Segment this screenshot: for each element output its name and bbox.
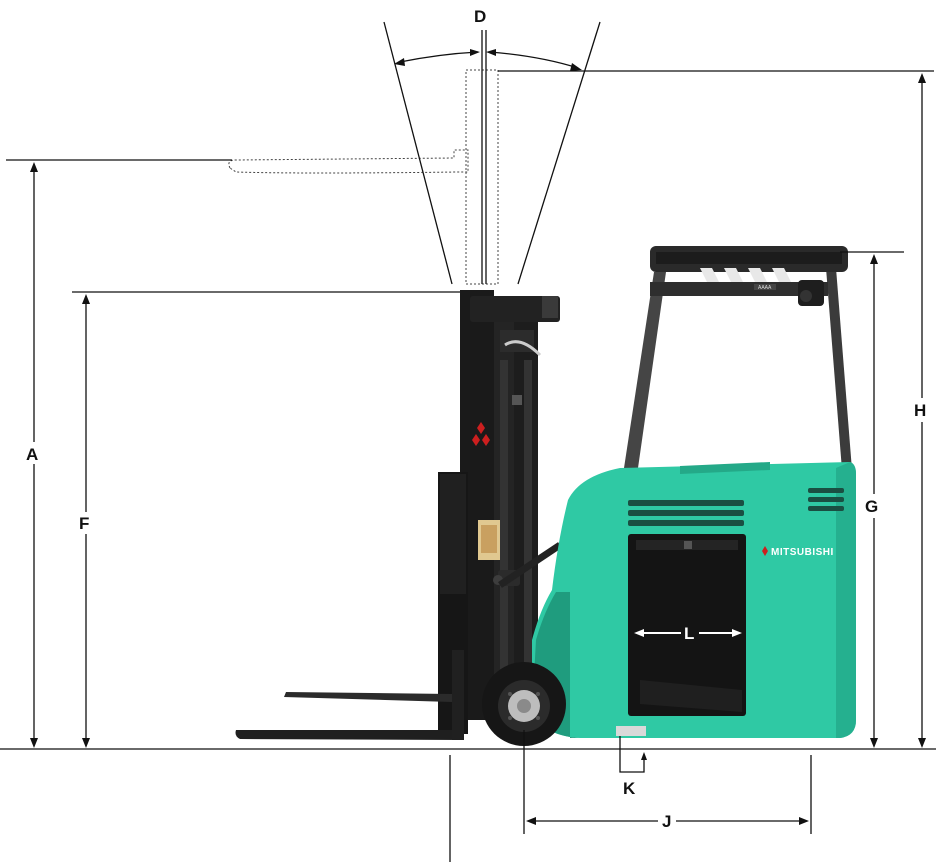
overhead-guard-front-post bbox=[624, 272, 666, 468]
label-j: J bbox=[662, 812, 671, 831]
dim-bracket-k bbox=[619, 736, 645, 773]
arrowheads bbox=[30, 49, 926, 825]
label-g: G bbox=[865, 497, 878, 516]
label-a: A bbox=[26, 445, 38, 464]
operator-step bbox=[616, 726, 646, 736]
forklift-illustration: AAAA bbox=[235, 246, 856, 746]
label-d: D bbox=[474, 7, 486, 26]
dim-arc-d-right bbox=[489, 51, 579, 69]
forks bbox=[235, 650, 464, 740]
mitsubishi-logo-icon bbox=[472, 422, 490, 446]
label-k: K bbox=[623, 779, 636, 798]
tilt-line-forward bbox=[383, 21, 453, 285]
raised-fork-outline bbox=[228, 149, 469, 174]
dimension-labels: A F D G H J K L bbox=[24, 7, 932, 832]
brand-text: MITSUBISHI bbox=[771, 547, 834, 558]
dim-arc-d-left bbox=[399, 51, 479, 63]
overhead-guard-canopy: AAAA bbox=[650, 246, 848, 306]
overhead-guard-rear-post bbox=[826, 268, 852, 470]
fork-upper bbox=[284, 692, 452, 702]
label-h: H bbox=[914, 401, 926, 420]
brand-mark: MITSUBISHI bbox=[762, 546, 834, 558]
phantom-outlines bbox=[228, 69, 499, 285]
label-f: F bbox=[79, 514, 89, 533]
svg-text:AAAA: AAAA bbox=[758, 285, 772, 291]
drive-wheel bbox=[482, 662, 566, 746]
label-l: L bbox=[684, 624, 694, 643]
tilt-line-backward bbox=[517, 21, 601, 285]
fork-lower bbox=[235, 730, 462, 740]
